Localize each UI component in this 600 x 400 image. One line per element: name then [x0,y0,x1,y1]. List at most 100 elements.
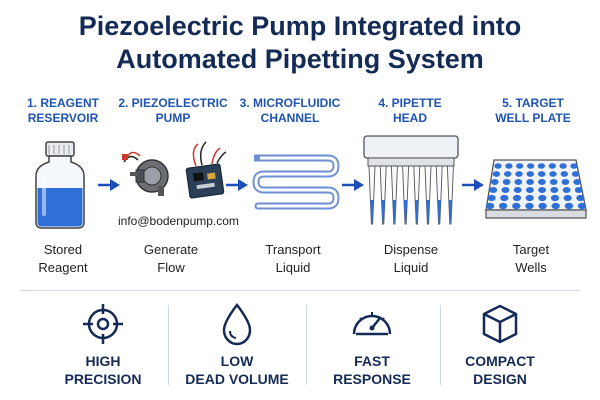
microfluidic-channel-icon [252,154,340,210]
plate-well [548,163,556,169]
section-divider [20,290,580,291]
pipette-head-icon [363,135,459,225]
step-3-desc-line-2: Liquid [275,260,311,275]
tip-liquid [370,200,374,223]
feature-low-dead-volume: LOW DEAD VOLUME [167,352,307,388]
plate-well [503,171,512,177]
feature-2-line-1: LOW [220,353,254,369]
step-3-desc: Transport Liquid [238,241,348,277]
crosshair-icon [83,304,123,344]
plate-well [516,163,524,169]
tip-liquid [403,200,408,223]
title-line-1: Piezoelectric Pump Integrated into [78,11,522,41]
feature-divider-2 [306,305,307,385]
plate-well [487,194,496,202]
plate-well [502,179,511,185]
pipette-tip [424,165,432,225]
feature-1-line-1: HIGH [85,353,121,369]
plate-well [500,194,509,202]
plate-well [512,202,521,210]
plate-well [571,171,580,177]
tip-liquid [415,200,419,223]
step-3-title-line-2: CHANNEL [260,111,320,125]
plate-well [538,202,547,210]
plate-well [561,179,570,185]
flow-arrow-3-icon [342,179,364,191]
plate-well [492,171,501,177]
gauge-icon [352,312,392,336]
step-3-desc-line-1: Transport [265,242,321,257]
step-1-desc-line-1: Stored [43,242,83,257]
step-5-title-line-1: 5. TARGET [502,96,564,110]
step-1-title-line-2: RESERVOIR [27,111,99,125]
feature-3-line-2: RESPONSE [333,371,411,387]
plate-well [537,171,546,177]
well-plate-icon [485,159,587,219]
plate-well [538,179,546,185]
plate-well [501,186,510,194]
pipette-tip [435,165,443,225]
step-4-title: 4. PIPETTE HEAD [355,96,465,126]
plate-well [505,163,513,169]
feature-4-line-2: DESIGN [473,371,527,387]
plate-well [527,163,535,169]
plate-well [577,202,587,210]
pipette-tips [368,165,454,225]
plate-wells [485,163,587,210]
tip-liquid [392,200,397,223]
pipette-tip [368,165,376,225]
step-2-desc-line-1: Generate [143,242,199,257]
step-1-desc: Stored Reagent [8,241,118,277]
title-line-2: Automated Pipetting System [116,44,484,74]
step-5-title-line-2: WELL PLATE [495,111,571,125]
feature-1-line-2: PRECISION [64,371,142,387]
contact-email: info@bodenpump.com [118,214,239,228]
flow-arrow-2-icon [226,179,248,191]
step-5-desc-line-2: Wells [515,260,547,275]
tip-liquid [381,200,385,223]
plate-well [513,186,522,194]
pipette-tip [446,165,454,225]
plate-well [550,186,559,194]
flow-arrow-1-icon [98,179,120,191]
plate-well [526,171,535,177]
step-1-title: 1. REAGENT RESERVOIR [8,96,118,126]
plate-well [489,186,498,194]
plate-well [549,171,557,177]
step-2-title-line-2: PUMP [155,111,191,125]
plate-well [551,202,560,210]
step-3-title: 3. MICROFLUIDIC CHANNEL [235,96,345,126]
plate-well [490,179,499,185]
reagent-bottle-icon [35,141,85,229]
plate-well [494,163,502,169]
pipette-tip [390,165,398,225]
plate-well [560,171,569,177]
cube-icon [482,304,518,344]
plate-well [514,179,523,185]
pipette-tip [402,165,410,225]
plate-well [515,171,523,177]
pipette-tip [413,165,421,225]
plate-well [538,186,547,194]
pipette-tip [379,165,387,225]
plate-well [576,194,585,202]
plate-well [573,179,582,185]
feature-4-line-1: COMPACT [465,353,535,369]
feature-divider-3 [440,305,441,385]
page-title: Piezoelectric Pump Integrated into Autom… [0,10,600,76]
step-4-title-line-2: HEAD [392,111,427,125]
plate-well [559,163,567,169]
step-5-desc-line-1: Target [512,242,550,257]
tip-liquid [437,200,441,223]
step-1-title-line-1: 1. REAGENT [26,96,99,110]
feature-divider-1 [168,305,169,385]
plate-well [574,186,583,194]
step-5-desc: Target Wells [476,241,586,277]
feature-2-line-2: DEAD VOLUME [185,371,289,387]
step-2-title: 2. PIEZOELECTRIC PUMP [118,96,228,126]
plate-well [538,194,547,202]
step-4-desc-line-1: Dispense [383,242,439,257]
step-4-desc-line-2: Liquid [393,260,429,275]
step-1-desc-line-2: Reagent [38,260,88,275]
step-2-desc: Generate Flow [116,241,226,277]
